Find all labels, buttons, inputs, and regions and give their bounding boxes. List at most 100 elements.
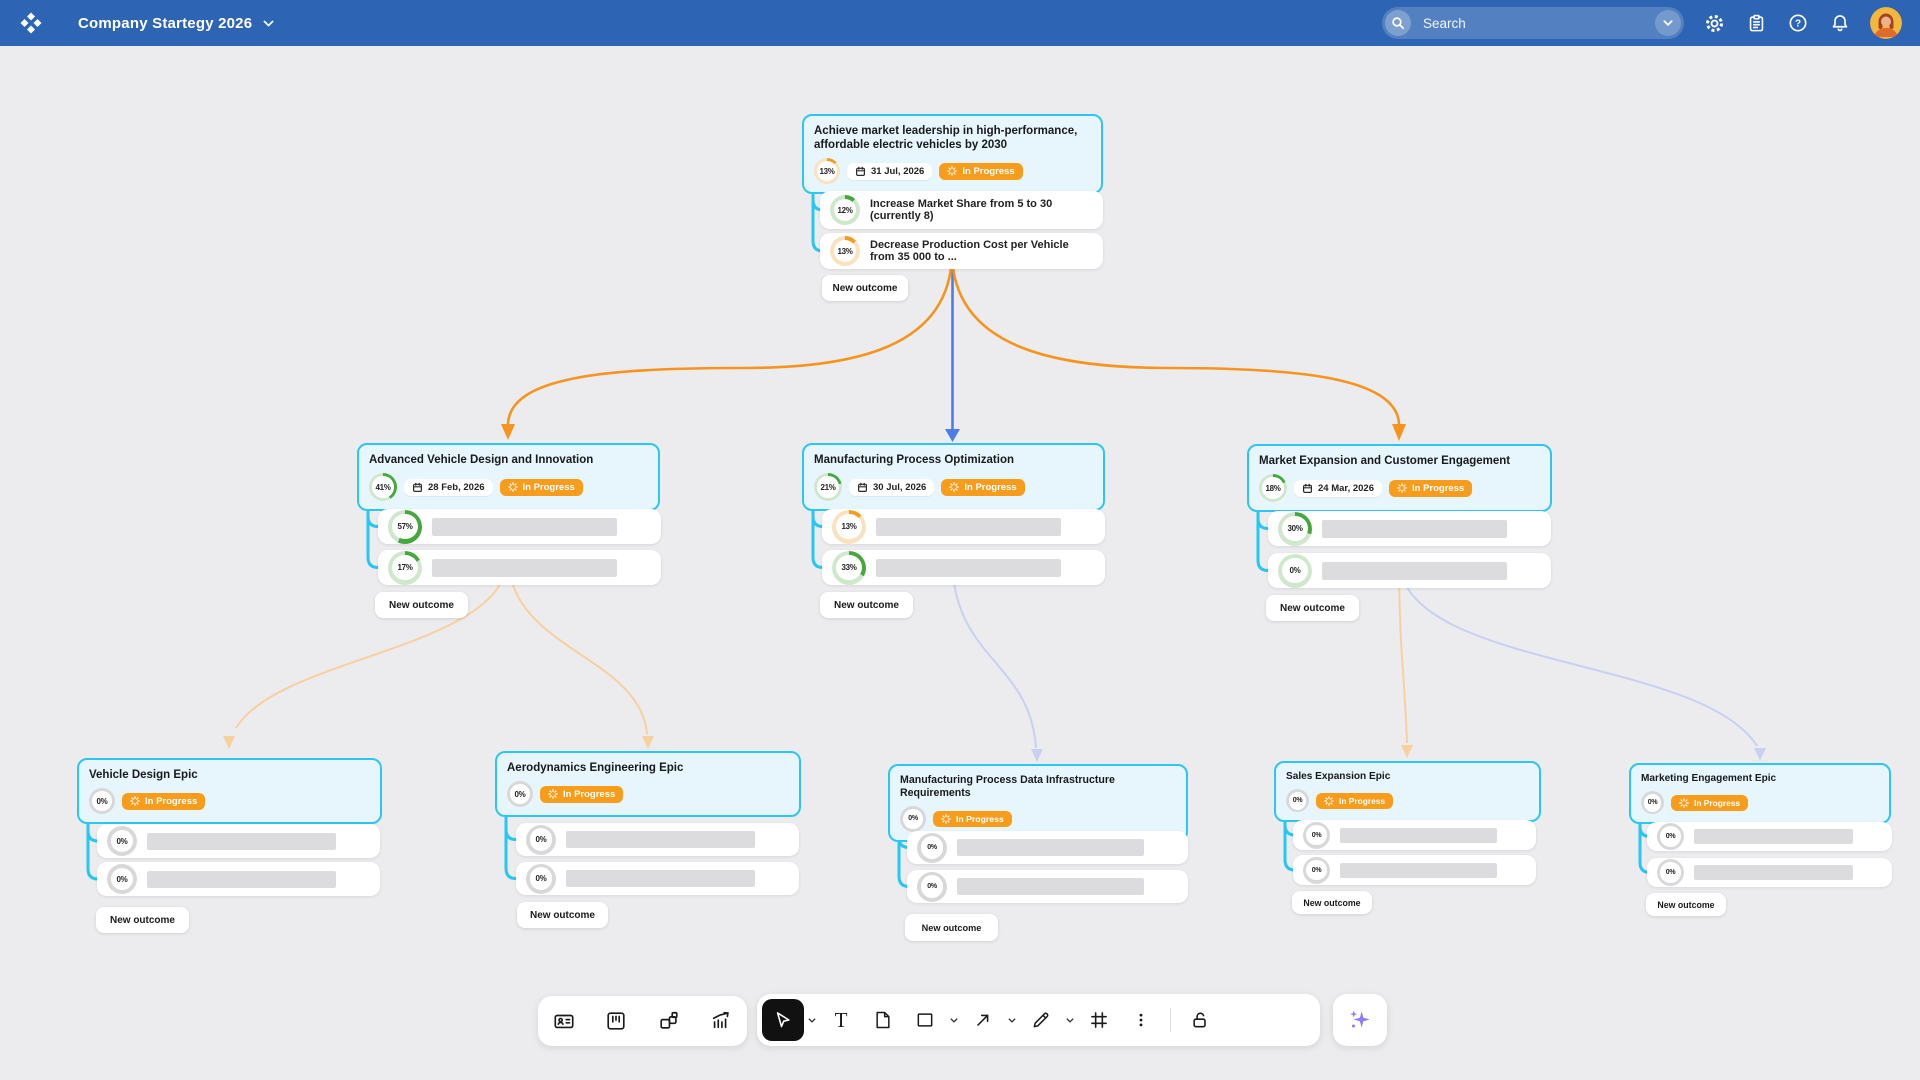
objective-card-marketing[interactable]: Marketing Engagement Epic0%In Progress xyxy=(1629,763,1891,824)
notifications-icon[interactable] xyxy=(1828,11,1852,35)
outcome-row[interactable]: 0% xyxy=(1293,820,1536,850)
search-input[interactable] xyxy=(1421,15,1655,32)
status-label: In Progress xyxy=(1339,796,1385,806)
spinner-icon xyxy=(1397,483,1407,493)
calendar-icon xyxy=(412,482,423,493)
app-logo-icon[interactable] xyxy=(18,10,44,36)
due-date-chip[interactable]: 30 Jul, 2026 xyxy=(849,479,934,496)
status-label: In Progress xyxy=(1412,483,1464,494)
outcome-row[interactable]: 17% xyxy=(378,550,661,585)
due-date-chip[interactable]: 28 Feb, 2026 xyxy=(404,479,493,496)
shape-tool-chevron-icon[interactable] xyxy=(946,999,962,1041)
cursor-tool[interactable] xyxy=(762,999,804,1041)
status-label: In Progress xyxy=(563,789,615,800)
shape-tool[interactable] xyxy=(904,999,946,1041)
progress-ring: 30% xyxy=(1278,512,1312,546)
outcome-row[interactable]: 0% xyxy=(907,870,1188,903)
objective-card-market[interactable]: Market Expansion and Customer Engagement… xyxy=(1247,444,1552,512)
due-date-chip[interactable]: 31 Jul, 2026 xyxy=(847,163,932,180)
tool-dock: T xyxy=(757,994,1320,1046)
due-date-chip[interactable]: 24 Mar, 2026 xyxy=(1294,480,1382,497)
outcome-placeholder-bar xyxy=(1340,863,1497,878)
progress-value: 0% xyxy=(515,790,526,799)
spinner-icon xyxy=(947,166,957,176)
document-tool[interactable] xyxy=(862,999,904,1041)
new-outcome-button[interactable]: New outcome xyxy=(822,275,908,301)
card-icon[interactable] xyxy=(543,1000,585,1042)
top-bar: Company Startegy 2026 xyxy=(0,0,1920,46)
status-badge[interactable]: In Progress xyxy=(500,479,583,496)
objective-card-root[interactable]: Achieve market leadership in high-perfor… xyxy=(802,114,1103,194)
outcome-row[interactable]: 57% xyxy=(378,509,661,544)
progress-ring: 0% xyxy=(107,864,137,894)
widgets-icon[interactable] xyxy=(648,1000,690,1042)
objective-card-aero[interactable]: Aerodynamics Engineering Epic 0% In Progre… xyxy=(495,751,801,817)
outcome-row[interactable]: 0% xyxy=(907,831,1188,864)
progress-ring: 12% xyxy=(830,195,860,225)
outcome-row[interactable]: 0% xyxy=(516,862,799,895)
status-badge[interactable]: In Progress xyxy=(122,793,205,810)
progress-value: 0% xyxy=(1312,832,1322,839)
help-icon[interactable]: ? xyxy=(1786,11,1810,35)
new-outcome-button[interactable]: New outcome xyxy=(820,592,913,618)
progress-value: 0% xyxy=(1290,566,1301,575)
search-options-chevron-icon[interactable] xyxy=(1655,10,1681,36)
objective-meta: 0%In Progress xyxy=(900,806,1176,832)
arrowhead xyxy=(501,424,515,440)
outcome-row[interactable]: 0% xyxy=(1293,855,1536,885)
outcome-row[interactable]: 0% xyxy=(1647,822,1892,851)
new-outcome-button[interactable]: New outcome xyxy=(1292,891,1372,914)
outcome-row[interactable]: 0% xyxy=(97,824,380,858)
lock-tool[interactable] xyxy=(1179,999,1221,1041)
objective-card-sales[interactable]: Sales Expansion Epic0%In Progress xyxy=(1274,761,1541,822)
clipboard-icon[interactable] xyxy=(1744,11,1768,35)
objective-card-advanced[interactable]: Advanced Vehicle Design and Innovation41… xyxy=(357,443,660,511)
arrowhead xyxy=(223,736,235,749)
outcome-row[interactable]: 0% xyxy=(516,823,799,856)
outcome-row[interactable]: 30% xyxy=(1268,511,1551,546)
objective-card-vehicle[interactable]: Vehicle Design Epic0%In Progress xyxy=(77,758,382,824)
outcome-row[interactable]: 33% xyxy=(822,550,1105,585)
cursor-tool-chevron-icon[interactable] xyxy=(804,999,820,1041)
settings-icon[interactable] xyxy=(1702,11,1726,35)
chart-icon[interactable] xyxy=(700,1000,742,1042)
status-badge[interactable]: In Progress xyxy=(1389,480,1472,497)
status-label: In Progress xyxy=(1694,798,1740,808)
user-avatar[interactable] xyxy=(1870,7,1902,39)
status-badge[interactable]: In Progress xyxy=(933,811,1012,827)
new-outcome-button[interactable]: New outcome xyxy=(1646,893,1726,916)
status-badge[interactable]: In Progress xyxy=(1671,795,1748,811)
objective-title: Aerodynamics Engineering Epic xyxy=(507,761,789,775)
search-bar[interactable] xyxy=(1382,7,1684,39)
outcome-row[interactable]: 13%Decrease Production Cost per Vehicle … xyxy=(820,233,1103,269)
new-outcome-button[interactable]: New outcome xyxy=(905,914,998,941)
pencil-tool[interactable] xyxy=(1020,999,1062,1041)
more-tool[interactable] xyxy=(1120,999,1162,1041)
arrow-tool-chevron-icon[interactable] xyxy=(1004,999,1020,1041)
status-badge[interactable]: In Progress xyxy=(941,479,1024,496)
new-outcome-button[interactable]: New outcome xyxy=(1266,595,1359,621)
status-badge[interactable]: In Progress xyxy=(1316,793,1393,809)
progress-value: 0% xyxy=(1293,797,1303,804)
search-icon[interactable] xyxy=(1385,10,1411,36)
outcome-row[interactable]: 13% xyxy=(822,509,1105,544)
new-outcome-button[interactable]: New outcome xyxy=(517,902,608,928)
status-badge[interactable]: In Progress xyxy=(540,786,623,803)
outcome-row[interactable]: 0% xyxy=(1647,858,1892,887)
outcome-row[interactable]: 0% xyxy=(97,862,380,896)
arrow-tool[interactable] xyxy=(962,999,1004,1041)
pencil-tool-chevron-icon[interactable] xyxy=(1062,999,1078,1041)
ai-assistant-button[interactable] xyxy=(1333,994,1387,1046)
objective-card-manufacturing[interactable]: Manufacturing Process Optimization21%30 … xyxy=(802,443,1105,511)
board-title[interactable]: Company Startegy 2026 xyxy=(78,15,275,32)
text-tool[interactable]: T xyxy=(820,999,862,1041)
frame-tool[interactable] xyxy=(1078,999,1120,1041)
progress-ring: 0% xyxy=(1303,857,1330,884)
kanban-icon[interactable] xyxy=(595,1000,637,1042)
spinner-icon xyxy=(548,789,558,799)
new-outcome-button[interactable]: New outcome xyxy=(96,907,189,933)
outcome-row[interactable]: 12%Increase Market Share from 5 to 30 (c… xyxy=(820,191,1103,229)
new-outcome-button[interactable]: New outcome xyxy=(375,592,468,618)
status-badge[interactable]: In Progress xyxy=(939,163,1022,180)
outcome-row[interactable]: 0% xyxy=(1268,553,1551,588)
